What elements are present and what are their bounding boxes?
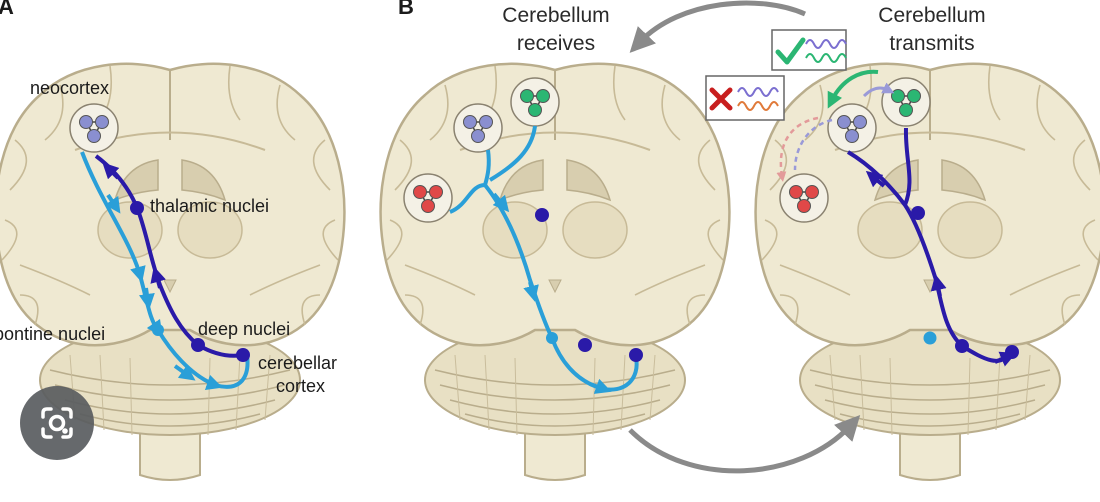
red-cluster-b1 (403, 173, 453, 223)
neocortex-cluster-a (69, 103, 119, 153)
label-deep-nuclei: deep nuclei (198, 319, 291, 339)
cycle-arrow-top (629, 0, 807, 53)
pontine-nucleus-dot-a (152, 324, 164, 336)
panel-b-transmits (705, 29, 1100, 482)
deep-nucleus-dot-a (191, 338, 205, 352)
rejected-transmission-arrow (776, 116, 819, 182)
cerebellar-cortex-dot-a (236, 348, 250, 362)
panel-a (0, 62, 346, 482)
green-cluster-b2 (881, 77, 931, 127)
lavender-cluster-b2 (827, 103, 877, 153)
brain-b2 (754, 62, 1100, 482)
title-receives-line2: receives (516, 32, 596, 55)
label-pontine-nuclei: pontine nuclei (0, 324, 106, 344)
thalamic-nucleus-dot-a (130, 201, 144, 215)
brain-b1 (379, 62, 731, 482)
label-cerebellar: cerebellar (258, 353, 338, 373)
lavender-cluster-b1 (453, 103, 503, 153)
google-lens-icon (41, 407, 73, 439)
selected-transmission-arrow (827, 69, 879, 109)
green-checkmark-icon (775, 37, 806, 65)
red-x-icon (709, 87, 733, 111)
check-wave-box (771, 29, 847, 71)
title-transmits-line1: Cerebellum (878, 4, 986, 27)
title-receives-line1: Cerebellum (502, 4, 610, 27)
label-cortex: cortex (276, 376, 326, 396)
title-transmits-line2: transmits (889, 32, 975, 55)
google-lens-button[interactable] (20, 386, 94, 460)
cross-wave-box (705, 75, 785, 121)
panel-letter-b: B (398, 0, 414, 19)
red-cluster-b2 (779, 173, 829, 223)
green-cluster-b1 (510, 77, 560, 127)
cycle-arrow-bottom (628, 415, 861, 474)
panel-b-receives (379, 62, 731, 482)
label-thalamic-nuclei: thalamic nuclei (150, 196, 270, 216)
label-neocortex: neocortex (30, 78, 110, 98)
panel-letter-a: A (0, 0, 14, 19)
